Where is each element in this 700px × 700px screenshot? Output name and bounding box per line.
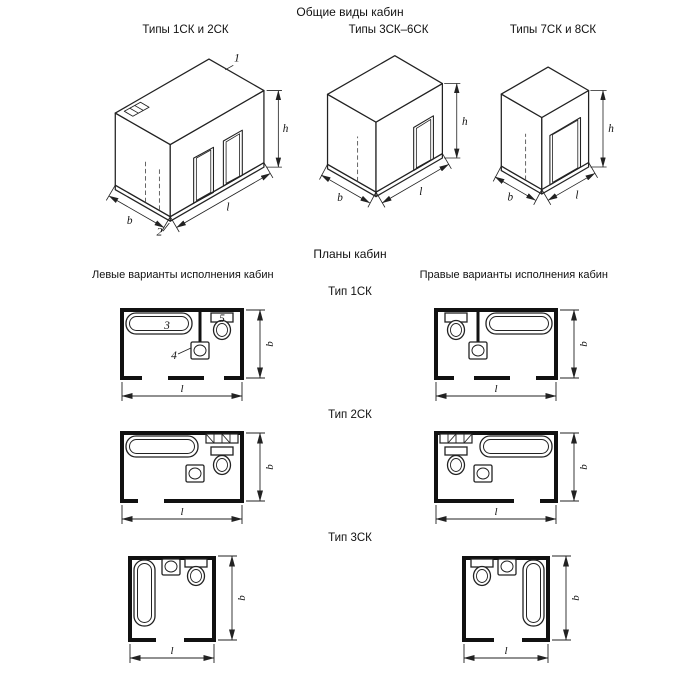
cabin-body [500, 66, 589, 191]
plans-row-3sk: l b l b [0, 546, 700, 666]
dim-label-l: l [180, 383, 183, 395]
dimension-l: l [121, 505, 243, 524]
dim-label-b: b [236, 595, 248, 601]
dim-label-b: b [578, 341, 590, 347]
plans-row-2sk: l b l b [0, 423, 700, 527]
dimension-b: b [552, 555, 582, 641]
dim-label-l: l [180, 506, 183, 518]
type-label-1sk: Тип 1СК [328, 286, 372, 298]
dim-label-l: l [419, 186, 422, 198]
dim-label-b: b [337, 192, 343, 204]
plan-3sk-left: l b [126, 554, 248, 663]
dimension-l: l [121, 382, 243, 401]
dimension-b: b [105, 184, 171, 233]
view-label-7sk-8sk: Типы 7СК и 8СК [509, 24, 597, 36]
callout-3-bathtub: 3 [163, 320, 170, 332]
dim-label-b: b [570, 595, 582, 601]
roof-vent-unit [123, 101, 150, 117]
plan-drawing [118, 306, 246, 382]
iso-view-3sk-6sk: h b l [318, 55, 468, 208]
right-variants-header: Правые варианты исполнения кабин [419, 269, 608, 281]
plan-callouts: 3 4 5 [163, 313, 225, 362]
dimension-b: b [492, 165, 542, 205]
view-label-1sk-2sk: Типы 1СК и 2СК [142, 24, 229, 36]
dimension-b: b [218, 555, 248, 641]
dimension-l: l [540, 162, 598, 206]
dim-label-h: h [462, 116, 468, 128]
dimension-b: b [246, 432, 276, 502]
dim-label-b: b [264, 341, 276, 347]
dim-label-h: h [282, 123, 288, 135]
callout-2-label: 2 [156, 226, 162, 239]
dimension-l: l [129, 644, 215, 663]
dimension-h: h [266, 90, 288, 168]
cabin-body [326, 55, 443, 193]
plan-drawing-mirrored [432, 429, 560, 505]
dimension-h: h [589, 90, 614, 168]
view-block-3sk-6sk: Типы 3СК–6СК [306, 24, 472, 214]
left-variants-header: Левые варианты исполнения кабин [92, 269, 274, 281]
plans-row-1sk: 3 4 5 l b l [0, 300, 700, 404]
dimension-l: l [463, 644, 549, 663]
plan-drawing-mirrored [432, 306, 560, 382]
plan-2sk-left: l b [118, 429, 276, 524]
cabin-top-face [114, 58, 265, 146]
plans-title: Планы кабин [313, 247, 387, 261]
callout-5-toilet: 5 [219, 313, 225, 325]
callout-4-washbasin: 4 [171, 350, 177, 362]
type-label-3sk: Тип 3СК [328, 532, 372, 544]
plan-2sk-right: l b [432, 429, 590, 524]
general-views-title: Общие виды кабин [296, 5, 404, 19]
callout-1: 1 [224, 52, 239, 71]
plan-drawing [118, 429, 246, 505]
iso-view-1sk-2sk: 1 2 h b [105, 52, 288, 239]
view-label-3sk-6sk: Типы 3СК–6СК [348, 24, 429, 36]
iso-view-7sk-8sk: h b l [492, 66, 614, 206]
cabin-body [114, 58, 265, 218]
door-opening [412, 115, 434, 172]
cabin-top-face [500, 66, 589, 119]
dim-label-b: b [507, 191, 513, 203]
type-label-2sk: Тип 2СК [328, 409, 372, 421]
dimension-l: l [169, 162, 273, 233]
dim-label-l: l [575, 190, 578, 202]
dim-label-l: l [170, 645, 173, 657]
dim-label-l: l [226, 201, 229, 213]
cabin-top-face [326, 55, 443, 123]
callout-2: 2 [156, 222, 170, 239]
dimension-l: l [435, 505, 557, 524]
view-block-7sk-8sk: Типы 7СК и 8СК [486, 24, 621, 212]
dimension-h: h [443, 83, 468, 159]
callout-4-leader [177, 347, 192, 355]
dim-label-b: b [126, 215, 132, 227]
plan-drawing [126, 554, 218, 644]
dim-label-l: l [494, 506, 497, 518]
dim-label-b: b [578, 464, 590, 470]
dim-label-l: l [504, 645, 507, 657]
callout-1-leader [224, 64, 233, 71]
plan-1sk-left: 3 4 5 l b [118, 306, 276, 401]
plan-drawing-mirrored [460, 554, 552, 644]
callout-2-leader [162, 222, 170, 232]
dimension-b: b [560, 432, 590, 502]
dimension-b: b [246, 309, 276, 379]
dim-label-h: h [608, 123, 614, 135]
plan-3sk-right: l b [460, 554, 582, 663]
callout-1-label: 1 [233, 52, 239, 65]
dimension-b: b [560, 309, 590, 379]
view-block-1sk-2sk: Типы 1СК и 2СК [80, 24, 292, 241]
door-opening [548, 116, 581, 186]
dimension-l: l [375, 153, 452, 208]
dim-label-l: l [494, 383, 497, 395]
dim-label-b: b [264, 464, 276, 470]
plan-variant-headers: Левые варианты исполнения кабин Правые в… [0, 269, 700, 281]
dimension-l: l [435, 382, 557, 401]
general-views-row: Типы 1СК и 2СК [0, 24, 700, 241]
dimension-b: b [318, 164, 376, 208]
plan-1sk-right: l b [432, 306, 590, 401]
